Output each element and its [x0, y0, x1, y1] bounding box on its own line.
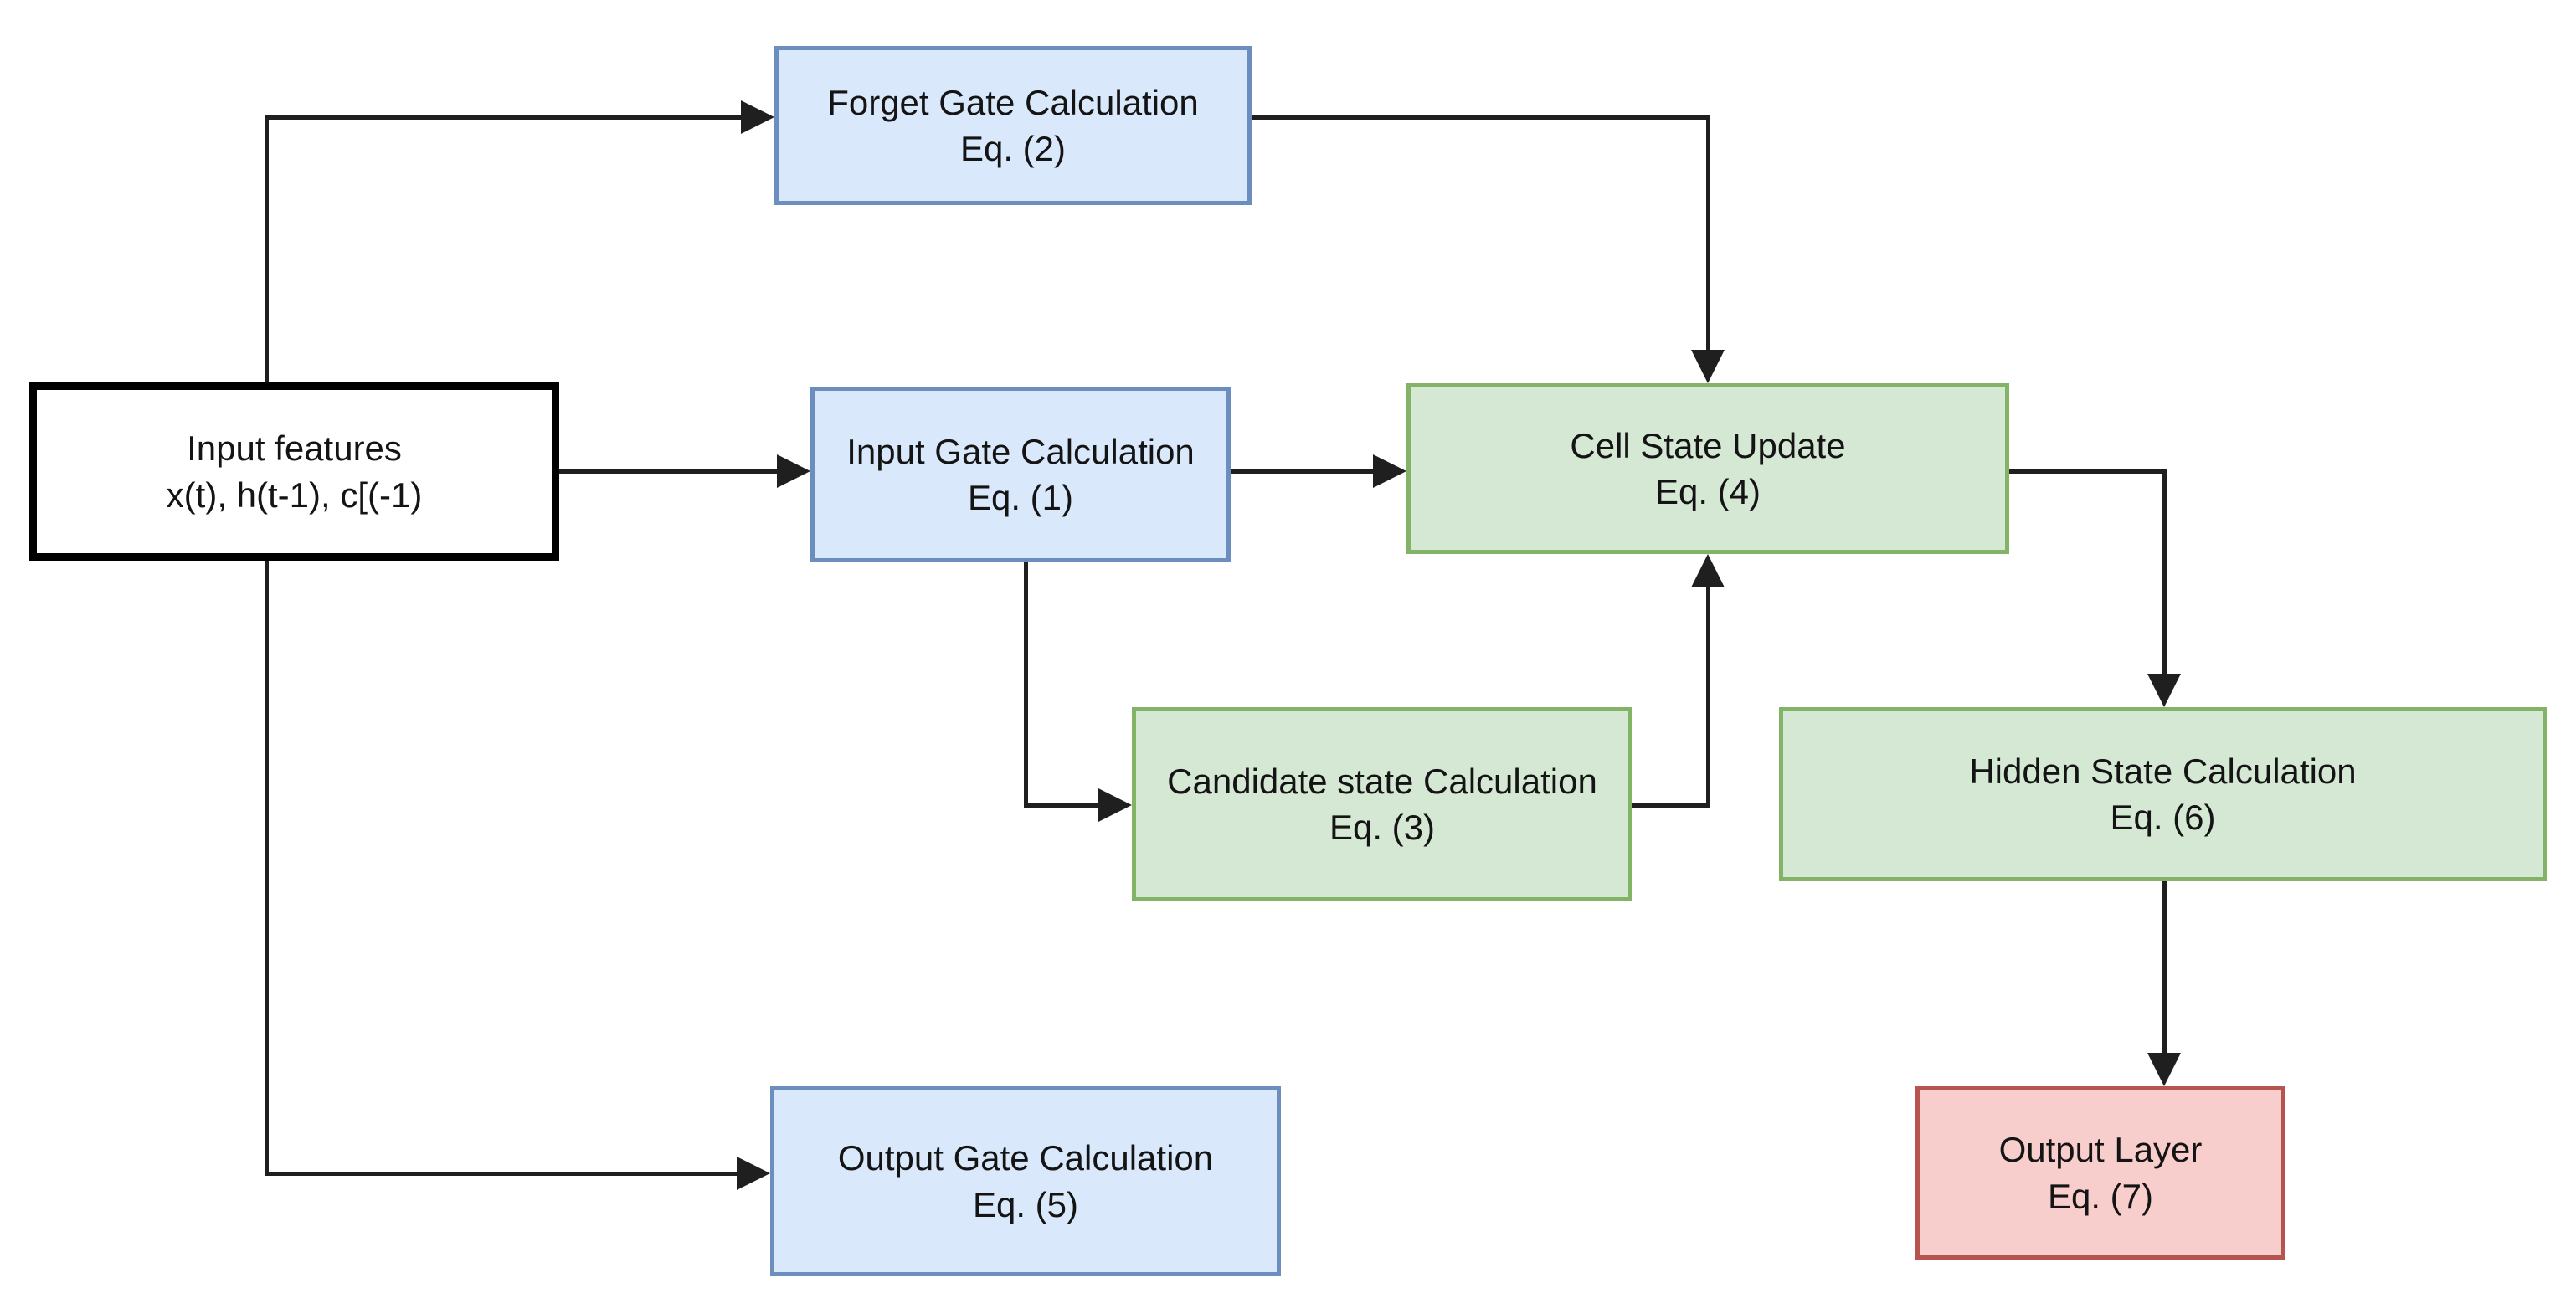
edge-hidden-to-output-layer — [2162, 881, 2167, 1057]
node-subtitle: Eq. (1) — [967, 478, 1074, 517]
edge-input-to-forget-horizontal — [265, 115, 745, 120]
node-subtitle: x(t), h(t-1), c[(-1) — [166, 475, 423, 515]
edge-input-gate-to-candidate-vertical — [1024, 562, 1028, 805]
node-subtitle: Eq. (5) — [972, 1184, 1079, 1224]
edge-forget-to-cell-vertical — [1706, 115, 1710, 354]
node-subtitle: Eq. (2) — [959, 129, 1067, 168]
node-subtitle: Eq. (6) — [2110, 798, 2216, 837]
edge-input-gate-to-candidate-horizontal — [1024, 803, 1103, 808]
node-subtitle: Eq. (7) — [2047, 1176, 2154, 1216]
arrowhead-into-output-gate — [737, 1157, 770, 1190]
edge-forget-to-cell-horizontal — [1252, 115, 1710, 120]
edge-candidate-to-cell-vertical — [1706, 583, 1710, 808]
node-title: Cell State Update — [1570, 425, 1846, 465]
node-subtitle: Eq. (4) — [1654, 472, 1761, 511]
node-title: Forget Gate Calculation — [827, 82, 1199, 122]
arrowhead-into-input-gate — [777, 454, 810, 488]
node-cell-state: Cell State Update Eq. (4) — [1406, 383, 2009, 554]
arrowhead-into-cell-state-left — [1373, 454, 1406, 488]
node-title: Candidate state Calculation — [1167, 761, 1597, 801]
node-hidden-state: Hidden State Calculation Eq. (6) — [1779, 707, 2547, 881]
node-title: Input Gate Calculation — [846, 431, 1195, 471]
edge-cell-to-hidden-horizontal — [2009, 469, 2166, 474]
node-title: Output Layer — [1998, 1130, 2203, 1170]
node-input-gate: Input Gate Calculation Eq. (1) — [810, 387, 1231, 562]
arrowhead-into-output-layer — [2147, 1053, 2181, 1086]
node-subtitle: Eq. (3) — [1329, 808, 1436, 847]
arrowhead-into-cell-state-bottom — [1691, 554, 1725, 587]
edge-input-to-output-gate-horizontal — [265, 1172, 741, 1176]
arrowhead-into-forget-gate — [741, 100, 774, 134]
edge-input-to-forget-vertical — [265, 117, 269, 382]
node-forget-gate: Forget Gate Calculation Eq. (2) — [774, 46, 1252, 205]
edge-input-to-input-gate — [559, 469, 781, 474]
node-input-features: Input features x(t), h(t-1), c[(-1) — [29, 382, 559, 561]
node-candidate-state: Candidate state Calculation Eq. (3) — [1132, 707, 1632, 901]
node-title: Output Gate Calculation — [837, 1138, 1214, 1178]
node-title: Hidden State Calculation — [1969, 751, 2357, 791]
edge-input-to-output-gate-vertical — [265, 561, 269, 1173]
edge-input-gate-to-cell — [1231, 469, 1377, 474]
node-output-layer: Output Layer Eq. (7) — [1915, 1086, 2285, 1260]
node-title: Input features — [187, 428, 402, 469]
arrowhead-into-hidden-state — [2147, 674, 2181, 707]
edge-candidate-to-cell-horizontal — [1632, 803, 1710, 808]
arrowhead-into-cell-state-top — [1691, 350, 1725, 383]
arrowhead-into-candidate-state — [1098, 788, 1132, 822]
edge-cell-to-hidden-vertical — [2162, 469, 2167, 678]
node-output-gate: Output Gate Calculation Eq. (5) — [770, 1086, 1281, 1276]
